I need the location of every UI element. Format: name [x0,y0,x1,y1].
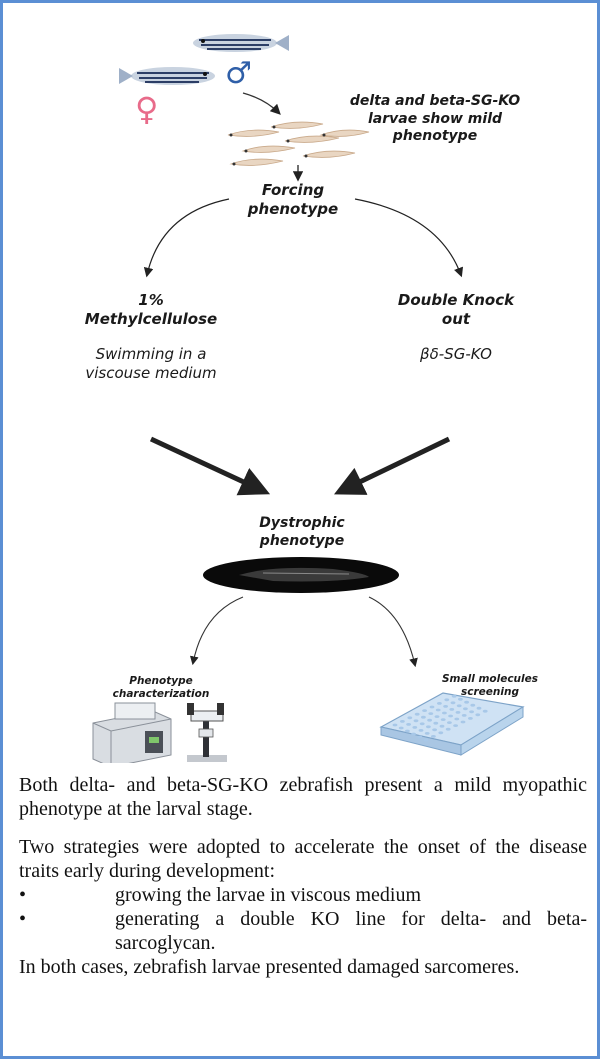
plate-well [438,731,444,735]
double-ko-subtitle: βδ-SG-KO [420,345,492,363]
plate-well [427,718,432,722]
plate-well [428,712,434,715]
plate-well [431,735,436,738]
bullet-dot: • [19,884,27,906]
arrow-to-characterization [189,596,244,666]
caption-paragraph-2: Two strategies were adopted to accelerat… [19,836,587,882]
plate-well [448,714,453,718]
plate-well [444,698,450,702]
plate-well [398,726,404,730]
plate-reader-icon [92,702,172,763]
phenotype-characterization-label: Phenotype characterization [112,675,210,701]
plate-well [434,715,440,718]
arrow-to-screening [368,596,418,668]
adult-zebrafish-icon-2 [119,67,215,85]
larvae-icon [227,121,370,166]
dystrophic-larva-image [203,557,399,593]
plate-well [447,721,452,724]
plate-well [449,708,455,711]
bullet-2-text: generating a double KO line for delta- a… [115,908,587,954]
methylcellulose-subtitle: Swimming in a viscouse medium [85,345,217,382]
arrow-to-double-ko [354,198,464,278]
plate-well [461,714,467,717]
arrow-to-larvae [242,92,281,115]
female-symbol: ♀ [135,90,159,128]
double-ko-title: Double Knock out [397,291,515,328]
plate-well [407,716,413,720]
plate-well [463,707,468,711]
plate-well [475,713,481,717]
caption-paragraph-1: Both delta- and beta-SG-KO zebrafish pre… [19,774,587,820]
caption-bullet-2: • generating a double KO line for delta-… [19,907,587,955]
arrow-left-converge [149,436,271,496]
plate-well [456,704,462,708]
plate-well [443,705,448,708]
methylcellulose-title: 1% Methylcellulose [84,291,218,328]
plate-well [424,732,430,735]
multiwell-plate-icon [379,692,525,756]
dystrophic-phenotype-label: Dystrophic phenotype [259,515,345,549]
bullet-dot: • [19,908,27,930]
plate-well [454,717,460,721]
plate-well [392,723,398,727]
plate-well [412,726,418,729]
plate-well [421,715,426,719]
plate-well [423,738,429,742]
plate-well [439,724,445,728]
plate-well [405,729,410,733]
caption-paragraph-3: In both cases, zebrafish larvae presente… [19,956,520,978]
plate-well [464,700,469,704]
plate-well [445,727,451,731]
plate-well [468,717,473,720]
plate-well [469,710,474,714]
plate-well [460,720,466,724]
plate-well [458,697,463,701]
small-molecules-label: Small molecules screening [442,673,538,699]
plate-well [451,694,457,698]
diagram-graphics [92,34,525,763]
plate-well [455,711,461,714]
plate-well [419,722,425,726]
plate-well [437,702,442,705]
arrow-to-methylcellulose [143,198,230,278]
caption: Both delta- and beta-SG-KO zebrafish pre… [19,773,587,979]
caption-bullet-1: • growing the larvae in viscous medium [19,883,587,907]
plate-well [453,724,458,727]
microscope-icon [187,703,227,762]
plate-well [476,706,482,710]
plate-well [422,709,427,712]
plate-well [406,723,411,726]
plate-well [426,725,431,729]
plate-well [440,718,446,721]
plate-well [433,721,439,725]
plate-well [482,709,488,713]
arrow-right-converge [333,436,451,495]
plate-well [470,703,476,707]
bullet-1-text: growing the larvae in viscous medium [115,884,422,906]
plate-well [413,719,419,723]
plate-well [414,712,420,716]
plate-well [411,732,416,736]
plate-well [429,705,435,709]
plate-well [417,735,423,739]
plate-well [435,708,441,712]
plate-well [418,729,424,732]
mild-phenotype-note: delta and beta-SG-KO larvae show mild ph… [349,93,521,144]
plate-well [400,720,405,723]
forcing-phenotype-label: Forcing phenotype [247,181,339,218]
male-symbol: ♂ [225,56,252,91]
adult-zebrafish-icon [193,34,289,52]
plate-well [450,701,456,705]
plate-well [442,711,447,715]
plate-well [432,728,437,732]
